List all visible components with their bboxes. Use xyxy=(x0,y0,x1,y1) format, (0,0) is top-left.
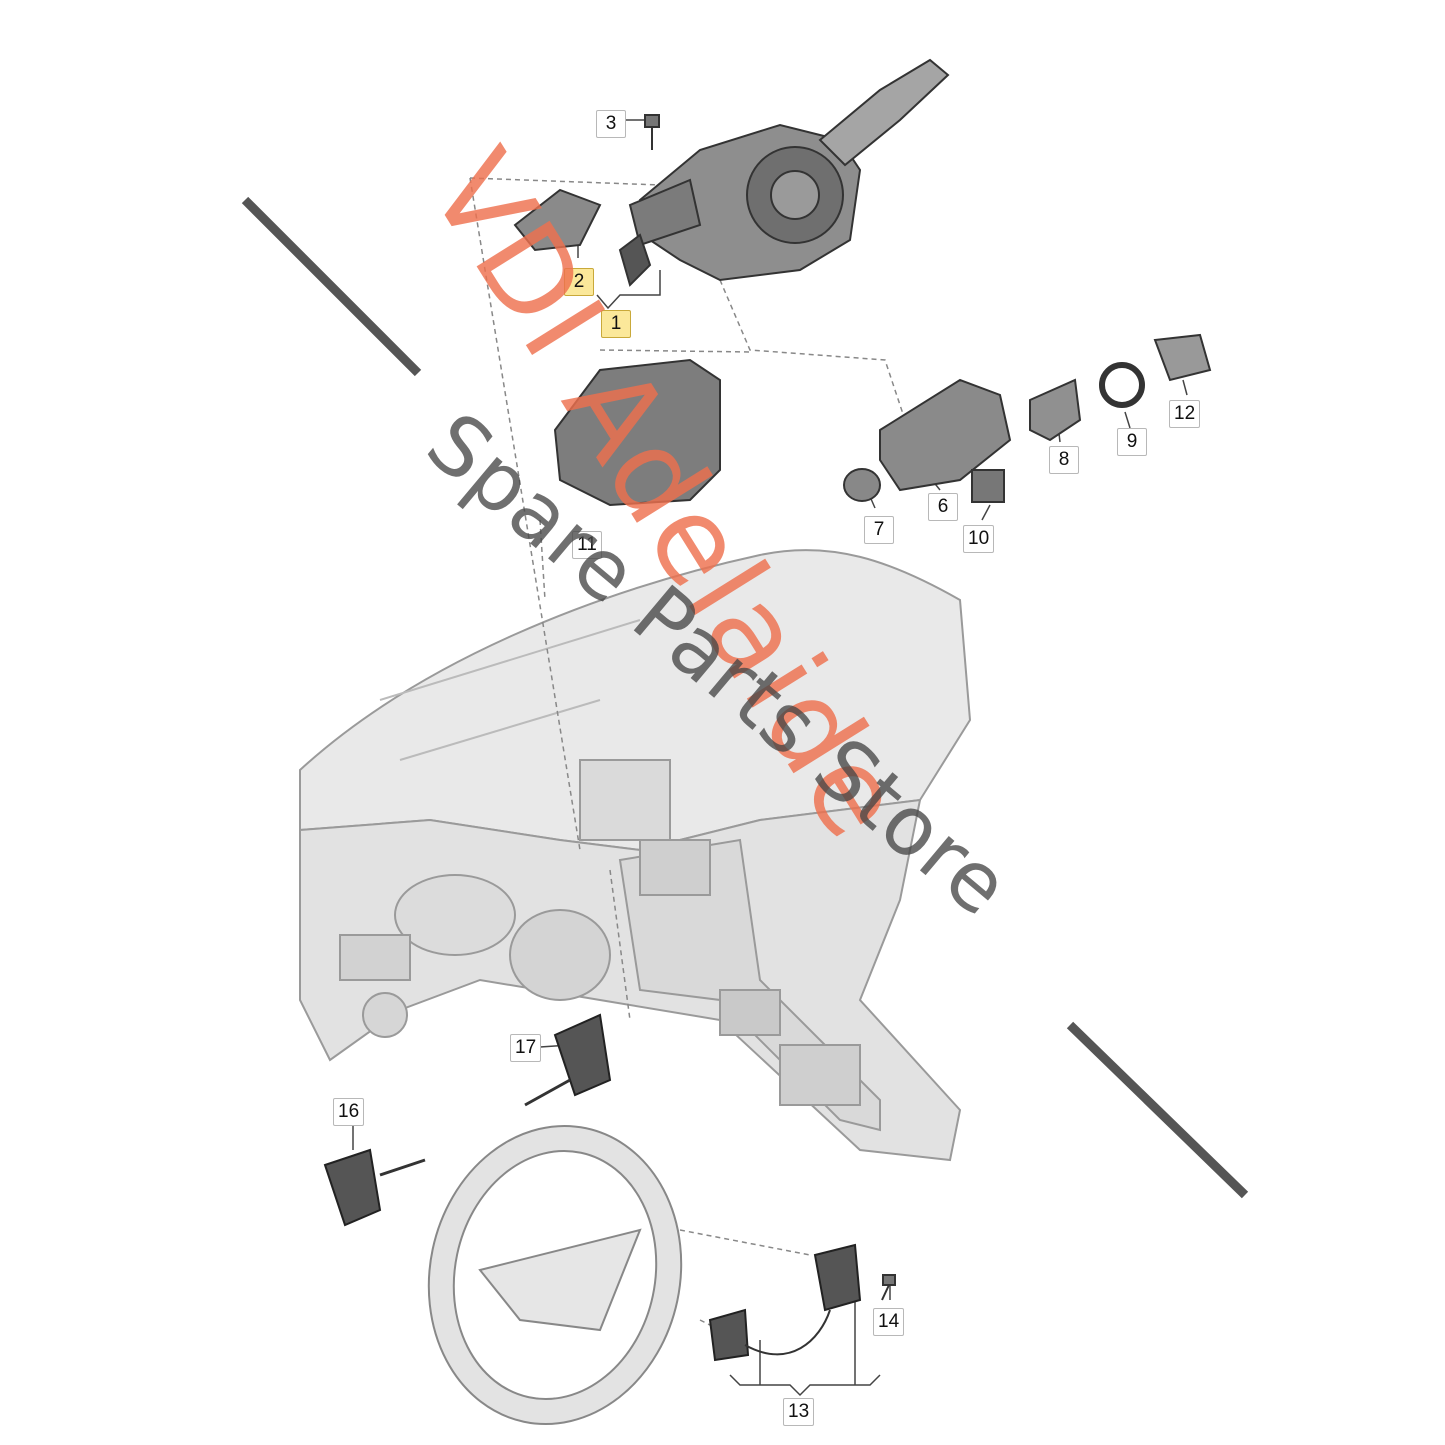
part-13-right-switch xyxy=(813,1243,862,1312)
callout-8: 8 xyxy=(1049,446,1079,474)
callout-10: 10 xyxy=(963,525,995,553)
part-7 xyxy=(843,468,881,502)
callout-17: 17 xyxy=(510,1034,542,1062)
part-16-paddle xyxy=(323,1148,382,1227)
callout-16: 16 xyxy=(333,1098,365,1126)
callout-9: 9 xyxy=(1117,428,1147,456)
callout-2: 2 xyxy=(564,268,594,296)
callout-13: 13 xyxy=(783,1398,815,1426)
callout-6: 6 xyxy=(928,493,958,521)
column-switch-unit xyxy=(618,58,950,287)
decor-bar-bottom-right xyxy=(1066,1021,1249,1199)
part-6-lock-housing xyxy=(879,378,1012,492)
part-17-paddle xyxy=(553,1013,612,1097)
part-13-left-switch xyxy=(708,1308,750,1362)
callout-11: 11 xyxy=(572,531,602,559)
part-12 xyxy=(1153,333,1212,382)
dashboard-drawing xyxy=(299,549,972,1162)
part-11-control-unit xyxy=(553,358,721,507)
part-9-ring xyxy=(1099,362,1145,408)
callout-1: 1 xyxy=(601,310,631,338)
callout-7: 7 xyxy=(864,516,894,544)
part-14-screw xyxy=(881,1274,896,1301)
part-3-screw xyxy=(644,114,660,150)
part-10 xyxy=(971,469,1005,503)
steering-wheel xyxy=(427,1124,683,1426)
callout-12: 12 xyxy=(1169,400,1201,428)
part-2-bracket xyxy=(513,188,602,252)
part-8-lock-cylinder xyxy=(1029,378,1082,442)
assembly-lines xyxy=(469,177,906,1331)
decor-bar-top-left xyxy=(241,196,422,377)
callout-3: 3 xyxy=(596,110,626,138)
callout-14: 14 xyxy=(873,1308,905,1336)
